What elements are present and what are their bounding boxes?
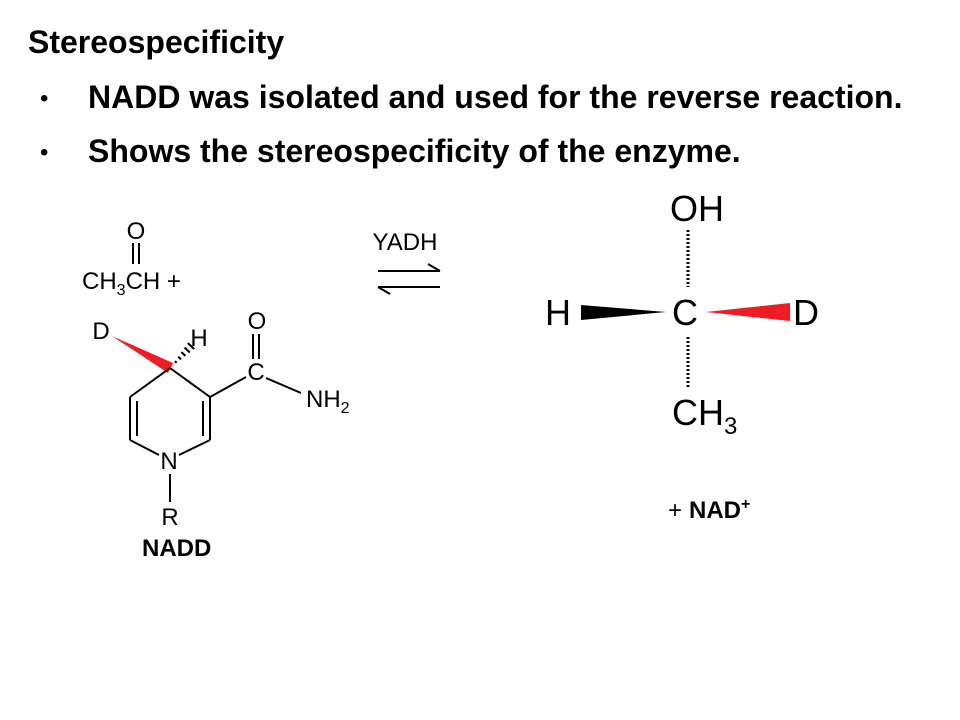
deuterium-wedge-bond bbox=[112, 336, 173, 373]
aldehyde-oxygen-label: O bbox=[127, 218, 146, 245]
slide-title: Stereospecificity bbox=[28, 24, 284, 60]
coproduct-label: +NAD+ bbox=[668, 496, 750, 524]
hydrogen-hashed-bond bbox=[174, 342, 195, 364]
hydrogen-wedge-bond bbox=[581, 305, 666, 320]
deuterium-label: D bbox=[92, 318, 109, 345]
hash-line bbox=[183, 346, 191, 354]
ring-to-carbonyl-bond bbox=[209, 376, 247, 398]
carbonyl-carbon-label: C bbox=[247, 359, 264, 386]
enzyme-label: YADH bbox=[373, 229, 438, 256]
forward-arrow-barb bbox=[427, 263, 441, 272]
formula-ch-plus-label: CH + bbox=[126, 268, 181, 295]
hydroxyl-label: OH bbox=[670, 188, 724, 229]
reverse-arrow-barb bbox=[377, 286, 391, 295]
formula-subscript: 3 bbox=[117, 282, 126, 299]
hash-line bbox=[180, 351, 187, 357]
acetaldehyde-formula: CH3CH + bbox=[82, 268, 181, 299]
acetaldehyde-structure: O CH3CH + bbox=[82, 218, 181, 299]
ring-bond bbox=[129, 367, 171, 398]
formula-ch-label: CH bbox=[82, 268, 117, 295]
amide-nh-label: NH bbox=[306, 386, 341, 413]
product-deuterium-label: D bbox=[793, 292, 819, 333]
product-structure: OH H C D CH3 +NAD+ bbox=[545, 188, 819, 524]
ring-bond bbox=[178, 439, 211, 456]
ring-nitrogen-label: N bbox=[160, 448, 177, 475]
coproduct-charge: + bbox=[741, 496, 750, 513]
bullet-marker: • bbox=[40, 85, 48, 112]
ring-bond bbox=[169, 367, 211, 398]
hash-line bbox=[174, 360, 178, 364]
amide-group-label: NH2 bbox=[306, 386, 350, 417]
bullet-marker: • bbox=[40, 139, 48, 166]
methyl-label: CH3 bbox=[672, 392, 737, 440]
methyl-ch-label: CH bbox=[672, 392, 724, 433]
bullet-text: NADD was isolated and used for the rever… bbox=[88, 79, 902, 115]
deuterium-wedge-bond bbox=[706, 303, 790, 321]
equilibrium-arrows: YADH bbox=[373, 229, 441, 295]
methyl-subscript: 3 bbox=[724, 413, 737, 440]
nadd-name-label: NADD bbox=[142, 535, 211, 562]
product-hydrogen-label: H bbox=[545, 292, 571, 333]
hydrogen-label: H bbox=[190, 325, 207, 352]
carbonyl-oxygen-label: O bbox=[248, 308, 267, 335]
dihydropyridine-ring bbox=[129, 367, 211, 456]
ring-bond bbox=[129, 439, 160, 456]
coproduct-name: NAD bbox=[689, 497, 741, 524]
hash-line bbox=[187, 342, 195, 350]
bullet-text: Shows the stereospecificity of the enzym… bbox=[88, 133, 741, 169]
coproduct-plus-sign: + bbox=[668, 497, 682, 524]
amide-subscript: 2 bbox=[341, 400, 350, 417]
nadd-structure: D H N R C O NH2 NADD bbox=[92, 308, 349, 562]
stereocenter-carbon-label: C bbox=[672, 292, 698, 333]
carbonyl-to-amine-bond bbox=[265, 377, 302, 394]
hash-line bbox=[177, 355, 182, 361]
substituent-label: R bbox=[161, 504, 178, 531]
